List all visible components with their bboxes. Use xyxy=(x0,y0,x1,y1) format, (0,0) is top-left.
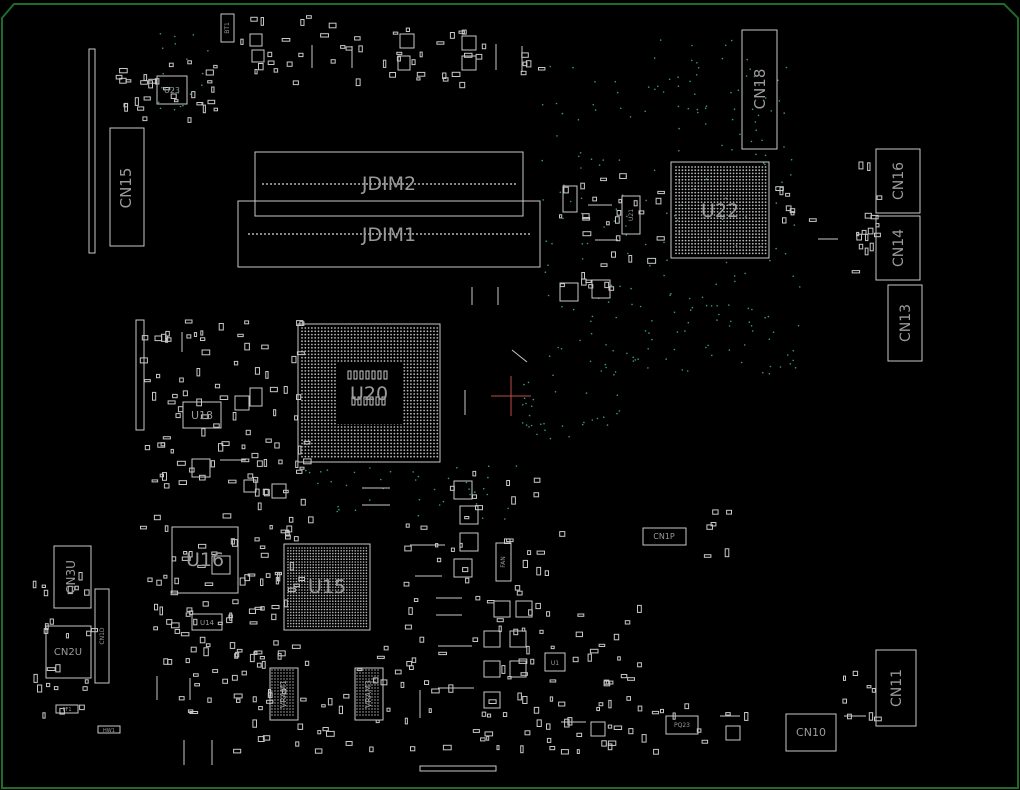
u14-label: U14 xyxy=(200,619,215,627)
cn3u-label: CN3U xyxy=(64,560,78,594)
cn1d-connector[interactable]: CN1D xyxy=(94,588,110,684)
u22-chip[interactable]: U22 xyxy=(670,161,770,259)
cn15-label: CN15 xyxy=(117,168,135,209)
cn13-label: CN13 xyxy=(898,304,914,342)
cn1d-label: CN1D xyxy=(99,627,106,644)
u15-label: U15 xyxy=(308,576,346,598)
u22-label: U22 xyxy=(701,200,739,222)
u23-label: U23 xyxy=(164,86,180,95)
pq23-component[interactable]: PQ23 xyxy=(665,715,699,735)
cn15-connector[interactable]: CN15 xyxy=(109,127,145,247)
u15-gpu[interactable]: U15 xyxy=(283,543,371,631)
cn13-connector[interactable]: CN13 xyxy=(887,284,923,362)
fan-connector[interactable]: FAN xyxy=(495,542,512,582)
edge-connector-bottom xyxy=(419,765,497,772)
bt1-battery[interactable]: BT1 xyxy=(220,13,235,43)
cn11-connector[interactable]: CN11 xyxy=(875,649,917,727)
cn1p-connector[interactable]: CN1P xyxy=(642,527,687,546)
u21-label: U21 xyxy=(628,209,635,221)
cn10-connector[interactable]: CN10 xyxy=(785,713,837,752)
cn11-label: CN11 xyxy=(889,669,905,707)
u20-cpu[interactable]: U20 xyxy=(297,323,441,463)
board-outline xyxy=(0,3,1019,789)
pq23-label: PQ23 xyxy=(674,722,690,729)
cn2u-label: CN2U xyxy=(54,647,82,658)
cn16-connector[interactable]: CN16 xyxy=(875,148,921,214)
u16-chip[interactable]: U16 xyxy=(171,526,239,594)
u14-chip[interactable]: U14 xyxy=(191,613,223,631)
cn18-label: CN18 xyxy=(751,69,769,110)
hw-marker[interactable]: HW1 xyxy=(97,725,121,734)
cn10-label: CN10 xyxy=(796,726,826,739)
u18-label: U18 xyxy=(191,409,213,422)
vram1-label: VRAM1 xyxy=(279,680,288,708)
pf1-label: PF1 xyxy=(62,707,71,713)
jdim1-slot[interactable]: JDIM1 xyxy=(237,200,541,268)
u16-label: U16 xyxy=(186,549,224,571)
u20-label: U20 xyxy=(350,383,388,405)
u1-chip[interactable]: U1 xyxy=(544,652,566,672)
vram3-chip[interactable]: VRAM3 xyxy=(354,667,384,721)
hw-label: HW1 xyxy=(103,728,115,734)
cn14-label: CN14 xyxy=(891,229,907,267)
vram1-chip[interactable]: VRAM1 xyxy=(269,667,299,721)
u21-chip[interactable]: U21 xyxy=(621,195,641,235)
cn1p-label: CN1P xyxy=(653,532,675,541)
u23-chip[interactable]: U23 xyxy=(156,75,188,105)
jdim2-slot[interactable]: JDIM2 xyxy=(254,151,524,217)
via-layer xyxy=(157,33,801,520)
cursor-crosshair xyxy=(491,376,531,416)
cn14-connector[interactable]: CN14 xyxy=(875,215,921,281)
u1-label: U1 xyxy=(551,660,559,667)
cn18-connector[interactable]: CN18 xyxy=(741,29,778,150)
cn16-label: CN16 xyxy=(891,162,907,200)
cn3u-connector[interactable]: CN3U xyxy=(53,545,92,609)
edge-connector-mid xyxy=(135,319,145,431)
u18-chip[interactable]: U18 xyxy=(182,401,222,429)
vram3-label: VRAM3 xyxy=(364,680,373,708)
fan-label: FAN xyxy=(500,556,507,568)
bt1-label: BT1 xyxy=(224,22,231,34)
cn2u-connector[interactable]: CN2U xyxy=(45,625,92,679)
pf1-fuse[interactable]: PF1 xyxy=(55,704,79,714)
jdim1-label: JDIM1 xyxy=(361,224,416,246)
jdim2-label: JDIM2 xyxy=(361,173,416,195)
passive-components xyxy=(32,15,883,765)
edge-connector-left xyxy=(88,48,96,254)
